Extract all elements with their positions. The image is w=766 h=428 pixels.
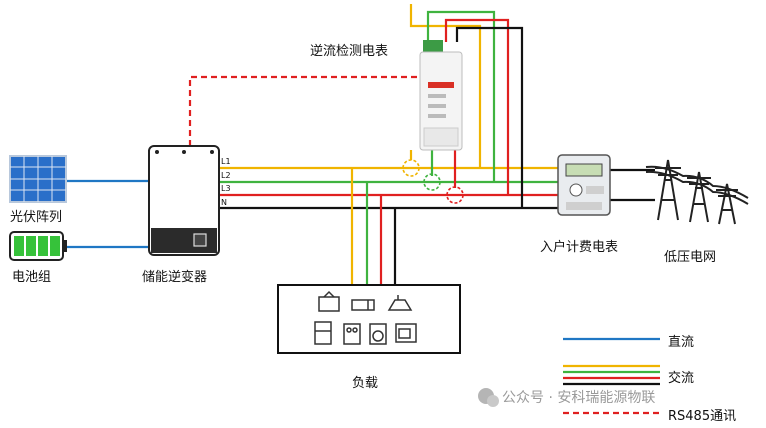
wechat-icon <box>478 388 499 407</box>
pv-array-icon <box>9 155 67 203</box>
ct-l2 <box>423 173 441 191</box>
meter-lead-black <box>455 26 524 208</box>
washer-icon <box>369 323 387 345</box>
tv-icon <box>318 290 340 312</box>
watermark-text: 公众号 · 安科瑞能源物联 <box>502 390 656 406</box>
rs485-wire <box>188 75 419 146</box>
battery-icon <box>9 231 67 261</box>
terminal-l1-label: L1 <box>221 157 231 166</box>
microwave-icon <box>351 299 375 311</box>
legend-dc-label: 直流 <box>668 335 695 350</box>
grid-label: 低压电网 <box>664 250 717 265</box>
reverse-flow-meter-icon <box>419 40 463 151</box>
meter-lead-red <box>444 18 510 195</box>
wires <box>66 4 655 285</box>
load-label: 负载 <box>352 376 379 391</box>
inverter-label: 储能逆变器 <box>142 270 208 285</box>
legend-rs485-label: RS485通讯 <box>668 409 737 424</box>
grid-towers-icon <box>645 159 749 225</box>
pv-array-label: 光伏阵列 <box>10 210 63 225</box>
oven-icon <box>395 323 417 343</box>
terminal-n-label: N <box>221 198 227 207</box>
reverse-meter-label: 逆流检测电表 <box>310 44 389 59</box>
house-meter-icon <box>557 154 611 216</box>
terminal-l2-label: L2 <box>221 171 231 180</box>
battery-label: 电池组 <box>12 270 52 285</box>
stove-icon <box>343 323 361 345</box>
terminal-l3-label: L3 <box>221 184 231 193</box>
range-hood-icon <box>387 295 413 311</box>
house-meter-label: 入户计费电表 <box>540 240 619 255</box>
fridge-icon <box>314 321 332 345</box>
meter-lead-green <box>426 10 496 182</box>
load-box <box>277 284 461 354</box>
ct-l1 <box>402 159 420 177</box>
ct-l3 <box>446 186 464 204</box>
inverter-icon <box>148 145 220 256</box>
legend-ac-label: 交流 <box>668 371 695 386</box>
legend <box>563 337 660 415</box>
current-transformers <box>402 159 464 204</box>
